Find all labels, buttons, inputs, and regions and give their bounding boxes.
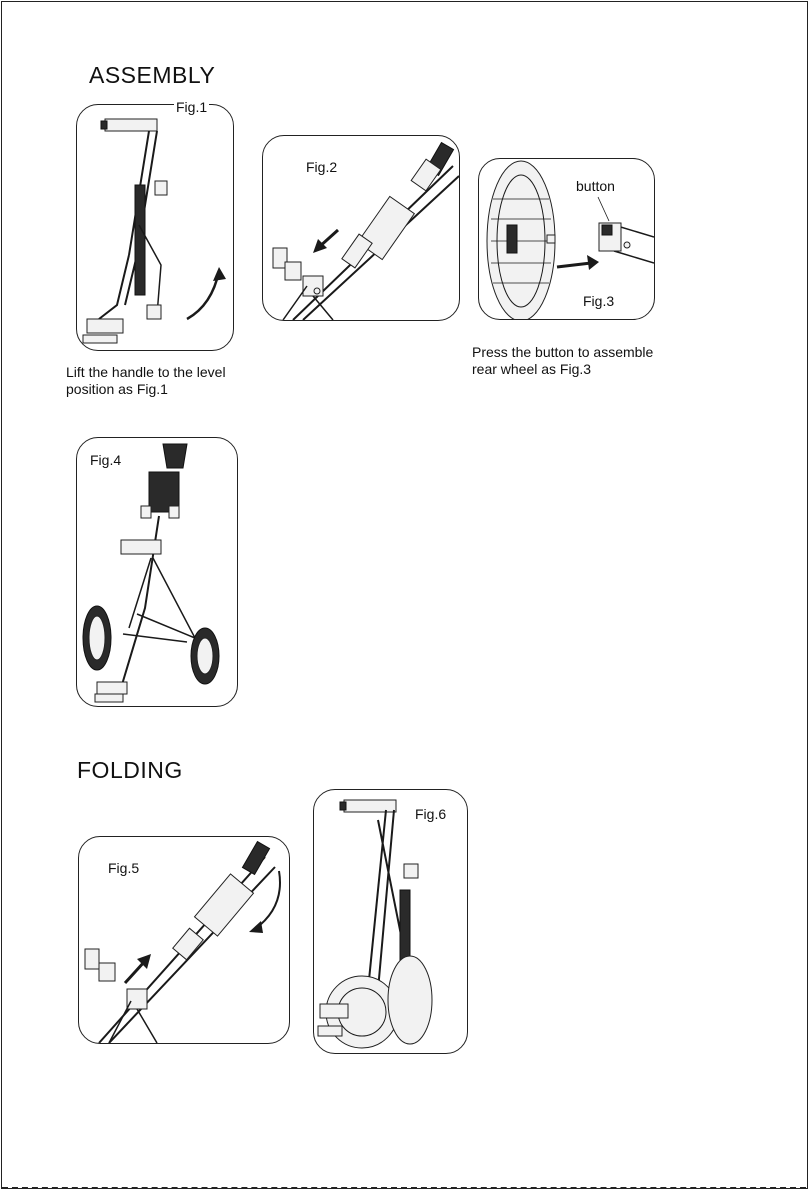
figure-6-panel [313,789,468,1054]
figure-1-panel [76,104,234,351]
figure-3-button-callout: button [574,178,617,194]
figure-3-caption-line: Press the button to assemble [472,344,653,361]
figure-3-panel [478,158,655,320]
figure-4-illustration [77,438,237,706]
figure-6-label: Fig.6 [413,806,448,822]
figure-4-label: Fig.4 [88,452,123,468]
figure-1-illustration [77,105,233,350]
figure-1-label: Fig.1 [174,99,209,115]
page-bottom-rule [2,1187,806,1189]
figure-1-caption: Lift the handle to the level position as… [66,364,226,398]
figure-1-caption-line: Lift the handle to the level [66,364,226,381]
figure-2-illustration [263,136,459,320]
figure-3-caption-line: rear wheel as Fig.3 [472,361,653,378]
folding-heading: FOLDING [77,757,183,784]
figure-2-panel [262,135,460,321]
assembly-heading: ASSEMBLY [89,62,215,89]
figure-3-illustration [479,159,654,319]
figure-6-illustration [314,790,467,1053]
figure-2-label: Fig.2 [304,159,339,175]
figure-4-panel [76,437,238,707]
figure-3-caption: Press the button to assemble rear wheel … [472,344,653,378]
figure-5-label: Fig.5 [106,860,141,876]
figure-1-caption-line: position as Fig.1 [66,381,226,398]
figure-3-label: Fig.3 [581,293,616,309]
